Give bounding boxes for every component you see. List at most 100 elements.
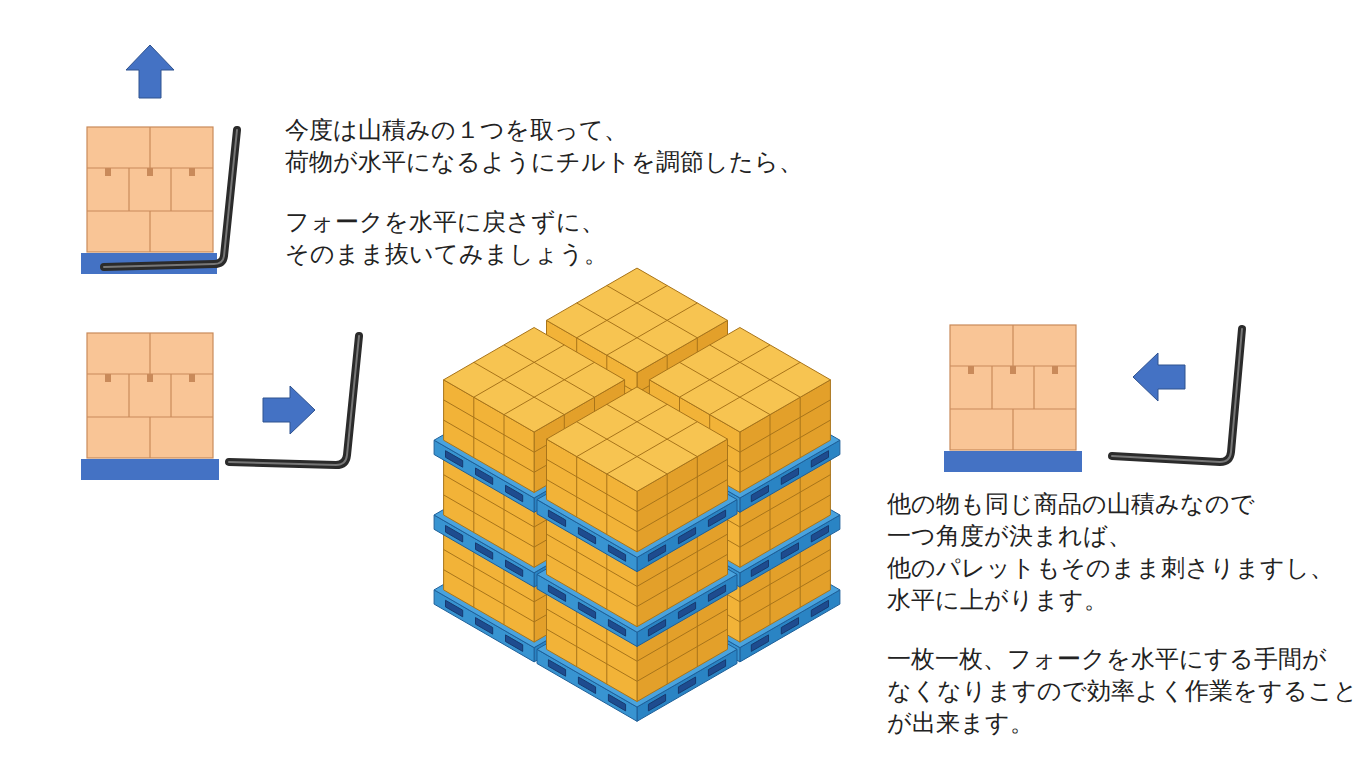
pallet-slot: [608, 545, 625, 562]
carton-seam: [607, 422, 698, 474]
carton-seam: [504, 489, 505, 550]
carton-seam: [667, 549, 668, 610]
carton-layer: [547, 387, 728, 492]
cargo-stack: [950, 325, 1076, 450]
cargo-stack: [87, 333, 213, 458]
approach-load: [81, 333, 359, 480]
carton-seam: [504, 345, 595, 397]
pallet-slot: [781, 543, 798, 560]
carton-seam: [444, 420, 534, 472]
carton-seam: [577, 422, 668, 474]
pallet-slot: [608, 620, 625, 637]
pallet-slot: [708, 660, 725, 677]
carton-seam: [667, 624, 668, 685]
pallet-slot: [446, 451, 463, 468]
note-text: 一枚一枚、フォークを水平にする手間が なくなりますので効率よく作業をすること が…: [887, 643, 1358, 739]
pallet-slot: [476, 543, 493, 560]
pallet-slot: [578, 677, 595, 694]
pallet-slot: [608, 694, 625, 711]
carton-seam: [800, 547, 801, 608]
carton-seam: [680, 362, 771, 414]
pallet-slot: [781, 468, 798, 485]
carton-seam: [770, 489, 771, 550]
note-text: 今度は山積みの１つを取って、 荷物が水平になるようにチルトを調節したら、: [285, 114, 803, 178]
forklift-fork-highlight: [104, 130, 237, 267]
pallet-slot: [648, 694, 665, 711]
pallet-slot: [708, 510, 725, 526]
forklift-fork: [104, 130, 237, 267]
carton-seam: [504, 564, 505, 625]
pallet-slot: [781, 618, 798, 635]
carton-seam: [606, 624, 607, 685]
carton-seam: [576, 457, 577, 517]
pallet-slot: [578, 527, 595, 544]
carton-seam: [547, 459, 638, 511]
pallet-slot: [548, 585, 565, 602]
carton-seam: [800, 472, 801, 533]
carton-seam: [576, 606, 577, 667]
carton-seam: [697, 606, 698, 667]
pallet-slot: [548, 660, 565, 677]
pallet-slot: [548, 510, 565, 526]
pallet-slot: [446, 600, 463, 617]
carton-seam: [577, 404, 668, 456]
pallet-slot: [811, 451, 828, 468]
carton-seam: [710, 362, 801, 414]
carton-seam: [770, 564, 771, 625]
carton-seam: [606, 549, 607, 610]
carton-seam: [547, 480, 638, 532]
carton-seam: [637, 480, 728, 532]
carton-seam: [473, 397, 474, 458]
pallet: [944, 451, 1082, 472]
forklift-fork: [229, 336, 359, 465]
carton-seam: [504, 362, 595, 414]
up-arrow: [126, 45, 174, 98]
carton-seam: [576, 531, 577, 592]
pallet: [81, 459, 219, 480]
carton-seam: [607, 404, 698, 456]
pallet-slot: [476, 468, 493, 485]
carton-seam: [800, 397, 801, 458]
pallet-slot: [578, 602, 595, 619]
carton-seam: [474, 345, 565, 397]
pallet-slot: [678, 602, 695, 619]
left-arrow: [1133, 353, 1185, 401]
pallet-slot: [506, 635, 523, 652]
carton-seam: [667, 474, 668, 535]
right-arrow: [263, 386, 315, 434]
forklift-fork: [1112, 329, 1242, 462]
forklift-fork-highlight: [1112, 329, 1242, 462]
carton-seam: [740, 420, 831, 472]
carton-seam: [607, 286, 698, 338]
carton-seam: [473, 472, 474, 533]
forklift-fork-highlight: [229, 336, 359, 465]
lifted-load: [81, 45, 237, 274]
carton-seam: [637, 459, 728, 511]
carton-seam: [607, 303, 698, 355]
carton-seam: [606, 474, 607, 535]
pallet-slot: [751, 485, 768, 502]
carton-seam: [577, 303, 668, 355]
carton-seam: [444, 400, 534, 452]
pallet-slot: [678, 677, 695, 694]
note-text: フォークを水平に戻さずに、 そのまま抜いてみましょう。: [285, 206, 608, 270]
pallet-slot: [506, 560, 523, 577]
note-text: 他の物も同じ商品の山積みなので 一つ角度が決まれば、 他のパレットもそのまま刺さ…: [887, 488, 1334, 616]
cargo-stack: [87, 127, 213, 252]
carton-seam: [710, 345, 801, 397]
pallet-slot: [648, 620, 665, 637]
pallet-slot: [811, 600, 828, 617]
carton-seam: [577, 286, 668, 338]
pallet-slot: [811, 526, 828, 543]
pallet-stack: [434, 268, 840, 721]
pallet-slot: [648, 545, 665, 562]
carton-seam: [504, 415, 505, 476]
right-load: [944, 325, 1242, 472]
carton-seam: [473, 547, 474, 608]
pallet-slot: [476, 618, 493, 635]
pallet-slot: [678, 527, 695, 544]
pallet-slot: [506, 485, 523, 502]
carton-seam: [770, 415, 771, 476]
pallet-slot: [751, 635, 768, 652]
pallet-slot: [708, 585, 725, 602]
